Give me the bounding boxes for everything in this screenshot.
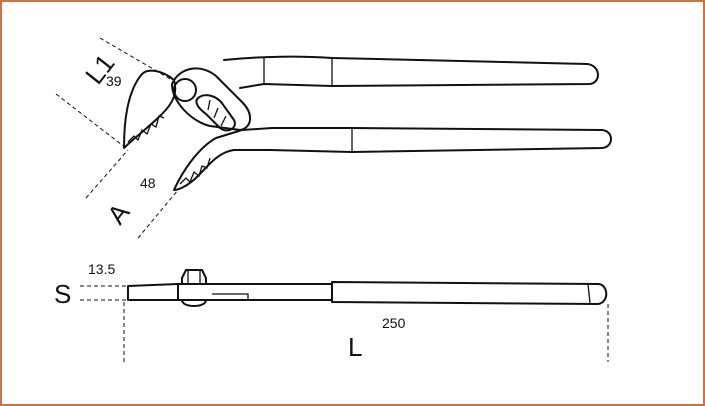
lower-jaw-teeth — [179, 157, 211, 185]
slot-notch-2 — [213, 107, 219, 119]
dim-a: A 48 — [101, 175, 156, 230]
dim-s-value: 13.5 — [88, 261, 115, 277]
top-view-dimension-lines — [55, 37, 179, 239]
pivot-bolt — [173, 78, 197, 102]
lower-handle — [233, 127, 612, 153]
side-view-dimension-lines — [80, 285, 609, 362]
side-body — [177, 283, 333, 301]
upper-jaw — [123, 69, 177, 149]
dim-l1-value: 39 — [106, 73, 122, 89]
a-extension-left — [85, 149, 129, 199]
slot-notch-1 — [207, 99, 211, 111]
side-handle — [331, 281, 608, 305]
dim-l: L 250 — [348, 315, 406, 362]
dim-s-symbol: S — [54, 279, 71, 309]
dim-l1: L1 39 — [79, 48, 122, 89]
side-pivot-nut-face — [187, 270, 201, 284]
upper-handle — [223, 55, 599, 89]
side-jaw — [127, 283, 179, 301]
slot-notch-3 — [220, 115, 227, 127]
dim-a-symbol: A — [101, 197, 136, 230]
dim-l-symbol: L — [348, 332, 362, 362]
pivot-arm — [171, 67, 251, 131]
plier-top-view — [123, 55, 612, 191]
side-pivot-nut — [181, 269, 207, 285]
plier-side-view — [127, 269, 608, 307]
adjustment-slot — [195, 94, 236, 132]
l1-extension-lower — [55, 93, 127, 149]
upper-jaw-teeth — [127, 115, 165, 143]
lower-jaw — [173, 129, 243, 191]
a-extension-right — [137, 189, 179, 239]
side-pivot-washer — [181, 299, 207, 307]
side-slot — [212, 293, 249, 300]
dim-l-value: 250 — [382, 315, 406, 331]
dim-s: S 13.5 — [54, 261, 115, 309]
dim-a-value: 48 — [140, 175, 156, 191]
side-handle-grip-line — [587, 283, 591, 304]
